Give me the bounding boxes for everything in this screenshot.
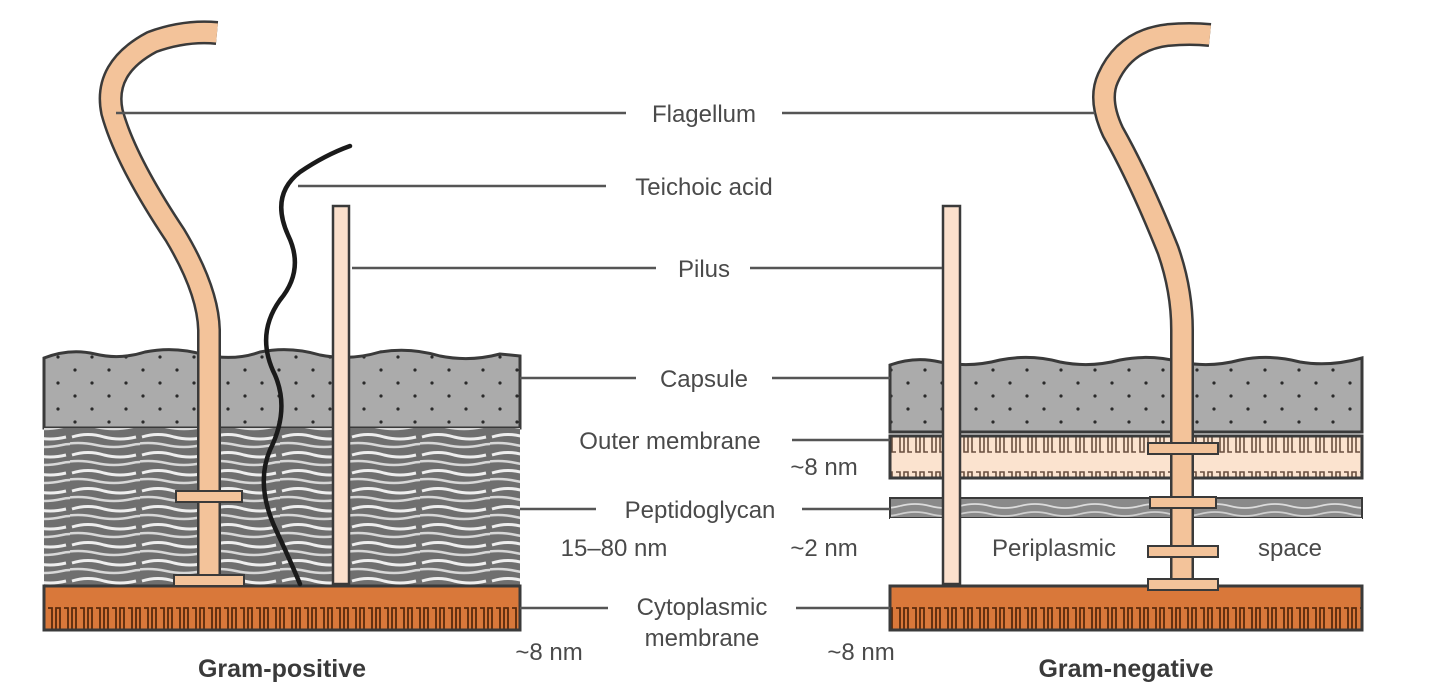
gn-outer-membrane: [888, 434, 1364, 480]
gn-periplasmic-space: [890, 518, 1362, 586]
gp-peptidoglycan-layer: [44, 428, 520, 586]
gp-pilus: [331, 204, 351, 586]
label-peptidoglycan: Peptidoglycan: [625, 497, 776, 524]
gn-flagellum-ring-l: [1147, 442, 1219, 455]
label-membrane: membrane: [645, 625, 760, 652]
measure-gn-outer-membrane: ~8 nm: [790, 454, 857, 481]
label-flagellum: Flagellum: [652, 101, 756, 128]
label-teichoic-acid: Teichoic acid: [635, 174, 772, 201]
measure-gp-peptidoglycan: 15–80 nm: [561, 535, 668, 562]
gp-flagellum-basal-plate: [173, 574, 245, 587]
label-cytoplasmic: Cytoplasmic: [637, 594, 768, 621]
gram-positive-envelope: [42, 20, 522, 632]
title-gram-negative: Gram-negative: [1038, 655, 1213, 683]
measure-gn-peptidoglycan: ~2 nm: [790, 535, 857, 562]
title-gram-positive: Gram-positive: [198, 655, 366, 683]
label-space: space: [1258, 535, 1322, 562]
gp-cytoplasmic-membrane: [42, 584, 522, 632]
measure-gn-membrane: ~8 nm: [827, 639, 894, 666]
gn-pilus: [941, 204, 962, 586]
leader-lines: [116, 111, 1095, 610]
measure-gp-membrane: ~8 nm: [515, 639, 582, 666]
labels: Flagellum Teichoic acid Pilus Capsule Ou…: [198, 101, 1322, 683]
label-capsule: Capsule: [660, 366, 748, 393]
gn-flagellum-ring-s: [1147, 545, 1219, 558]
label-periplasmic: Periplasmic: [992, 535, 1116, 562]
gn-flagellum-ring-p: [1149, 496, 1217, 509]
gp-teichoic-acid: [261, 143, 353, 587]
gp-flagellum-basal-ring: [175, 490, 243, 503]
gram-negative-envelope: [888, 22, 1364, 632]
gn-cytoplasmic-membrane: [888, 584, 1364, 632]
label-pilus: Pilus: [678, 256, 730, 283]
gn-flagellum-ring-m: [1147, 578, 1219, 591]
label-outer-membrane: Outer membrane: [579, 428, 760, 455]
